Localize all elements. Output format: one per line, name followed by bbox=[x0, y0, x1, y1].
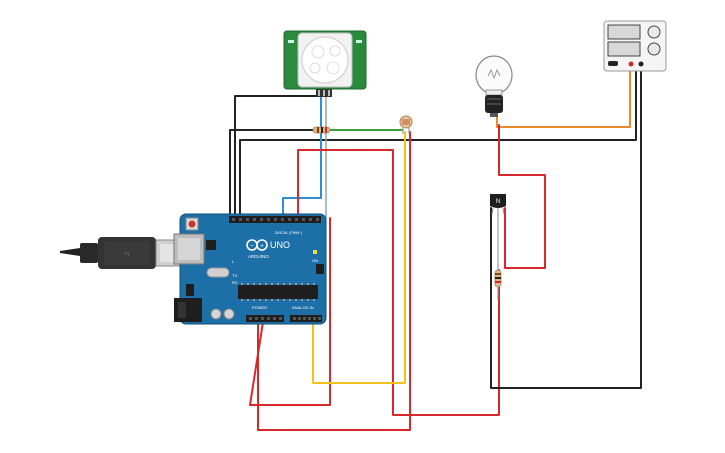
svg-text:−: − bbox=[250, 244, 254, 250]
rx-label: RX bbox=[232, 280, 238, 285]
arduino-brand: ARDUINO bbox=[248, 254, 269, 259]
transistor-label: N bbox=[496, 199, 500, 205]
transistor[interactable]: N bbox=[490, 194, 506, 215]
power-supply[interactable] bbox=[603, 20, 667, 72]
pir-dome bbox=[301, 36, 349, 84]
on-label: ON bbox=[312, 258, 318, 263]
arduino-model: UNO bbox=[270, 240, 290, 250]
supply-switch[interactable] bbox=[608, 61, 618, 66]
wire-black-transistor-supply[interactable] bbox=[490, 69, 642, 389]
wires bbox=[229, 69, 642, 431]
wire-blue-pir-out[interactable] bbox=[282, 95, 322, 219]
power-header[interactable] bbox=[246, 315, 284, 322]
resistor-base[interactable] bbox=[494, 214, 502, 300]
resistor-top[interactable] bbox=[312, 126, 331, 134]
supply-terminal-negative[interactable] bbox=[638, 61, 644, 67]
atmega-chip bbox=[238, 285, 318, 299]
digital-label: DIGITAL (PWM~) bbox=[275, 231, 302, 235]
photoresistor[interactable] bbox=[399, 115, 413, 134]
on-led bbox=[313, 250, 317, 254]
wire-orange[interactable] bbox=[496, 69, 631, 128]
arduino-uno[interactable]: − + UNO ARDUINO DIGITAL (PWM~) TX RX L O… bbox=[173, 213, 327, 325]
arduino-logo: − + bbox=[246, 239, 268, 251]
wire-black-pir-gnd[interactable] bbox=[234, 95, 324, 219]
wire-black-resistor[interactable] bbox=[229, 129, 314, 219]
wire-yellow[interactable] bbox=[312, 131, 406, 384]
power-label: POWER bbox=[252, 305, 267, 310]
supply-terminal-positive[interactable] bbox=[628, 61, 634, 67]
supply-knob-current[interactable] bbox=[647, 42, 661, 56]
supply-display-top bbox=[607, 24, 641, 40]
analog-label: ANALOG IN bbox=[292, 305, 314, 310]
supply-knob-voltage[interactable] bbox=[647, 25, 661, 39]
usb-cable[interactable]: ⇆ bbox=[60, 237, 187, 269]
supply-display-bottom bbox=[607, 41, 641, 57]
wire-red-bottom[interactable] bbox=[257, 131, 411, 431]
light-bulb[interactable] bbox=[475, 55, 513, 117]
tx-label: TX bbox=[232, 273, 237, 278]
wire-red-bulb-transistor[interactable] bbox=[498, 124, 546, 269]
l-label: L bbox=[232, 259, 235, 264]
wire-black-gnd-supply[interactable] bbox=[239, 69, 637, 219]
pir-sensor[interactable] bbox=[283, 30, 367, 97]
wire-red-top[interactable] bbox=[297, 149, 500, 416]
svg-text:+: + bbox=[260, 244, 264, 250]
svg-text:⇆: ⇆ bbox=[124, 251, 130, 258]
wire-red-power[interactable] bbox=[249, 217, 331, 406]
